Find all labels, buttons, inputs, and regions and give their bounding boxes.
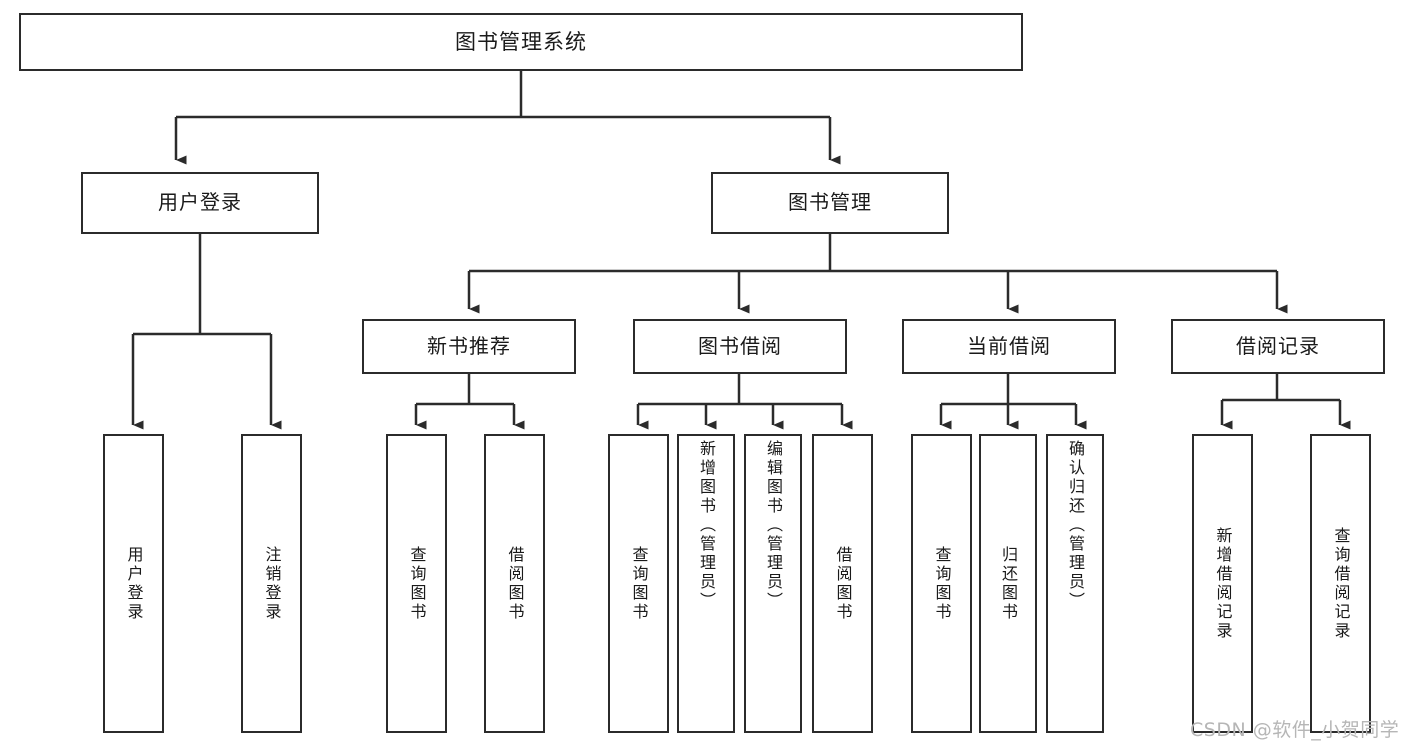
- leaf-current-borrow-confirm-return-admin[interactable]: 确认归还（管理员）: [1046, 434, 1104, 733]
- node-book-management[interactable]: 图书管理: [711, 172, 949, 234]
- leaf-current-borrow-query-book[interactable]: 查询图书: [911, 434, 972, 733]
- node-user-login[interactable]: 用户登录: [81, 172, 319, 234]
- node-label: 新增图书（管理员）: [697, 440, 716, 611]
- node-label: 图书管理系统: [455, 29, 587, 54]
- leaf-book-borrow-borrow-book[interactable]: 借阅图书: [812, 434, 873, 733]
- leaf-borrow-record-query-record[interactable]: 查询借阅记录: [1310, 434, 1371, 733]
- node-label: 查询图书: [407, 545, 427, 622]
- leaf-new-book-borrow-book[interactable]: 借阅图书: [484, 434, 545, 733]
- node-label: 归还图书: [999, 545, 1018, 622]
- node-label: 查询借阅记录: [1331, 526, 1351, 641]
- node-root-system[interactable]: 图书管理系统: [19, 13, 1023, 71]
- node-label: 图书借阅: [698, 333, 782, 358]
- node-label: 确认归还（管理员）: [1066, 440, 1085, 611]
- leaf-book-borrow-edit-book-admin[interactable]: 编辑图书（管理员）: [744, 434, 802, 733]
- node-label: 借阅记录: [1236, 333, 1320, 358]
- leaf-user-login-login[interactable]: 用户登录: [103, 434, 164, 733]
- node-book-borrow[interactable]: 图书借阅: [633, 319, 847, 374]
- node-new-book-recommend[interactable]: 新书推荐: [362, 319, 576, 374]
- node-label: 注销登录: [262, 545, 282, 622]
- leaf-current-borrow-return-book[interactable]: 归还图书: [979, 434, 1037, 733]
- node-label: 图书管理: [788, 190, 872, 215]
- node-label: 查询图书: [932, 545, 952, 622]
- leaf-book-borrow-query-book[interactable]: 查询图书: [608, 434, 669, 733]
- node-label: 借阅图书: [505, 545, 525, 622]
- node-label: 用户登录: [158, 190, 242, 215]
- node-borrow-record[interactable]: 借阅记录: [1171, 319, 1385, 374]
- node-label: 新书推荐: [427, 333, 511, 358]
- node-label: 查询图书: [629, 545, 649, 622]
- leaf-user-login-logout[interactable]: 注销登录: [241, 434, 302, 733]
- leaf-borrow-record-add-record[interactable]: 新增借阅记录: [1192, 434, 1253, 733]
- leaf-book-borrow-add-book-admin[interactable]: 新增图书（管理员）: [677, 434, 735, 733]
- node-label: 当前借阅: [967, 333, 1051, 358]
- node-label: 借阅图书: [833, 545, 853, 622]
- leaf-new-book-query-book[interactable]: 查询图书: [386, 434, 447, 733]
- node-label: 用户登录: [124, 545, 144, 622]
- node-label: 编辑图书（管理员）: [764, 440, 783, 611]
- node-label: 新增借阅记录: [1213, 526, 1233, 641]
- node-current-borrow[interactable]: 当前借阅: [902, 319, 1116, 374]
